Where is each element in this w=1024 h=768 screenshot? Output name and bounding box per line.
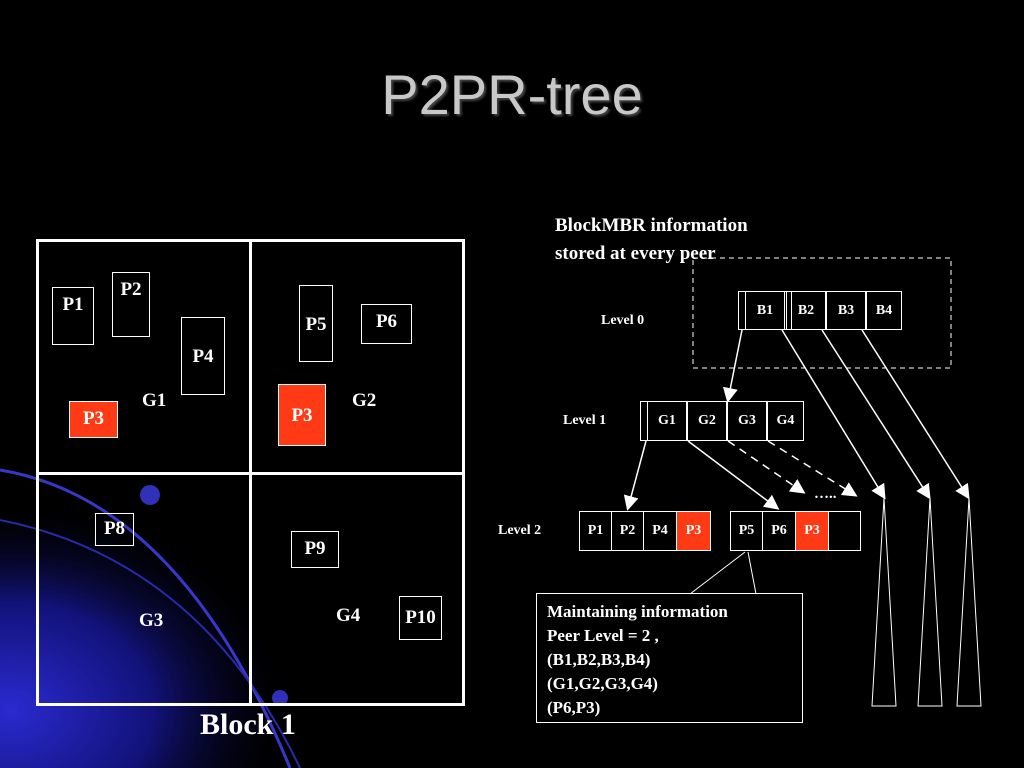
cell-b2: B2 <box>786 291 826 330</box>
cell-p5: P5 <box>730 511 763 551</box>
cell-p2: P2 <box>611 511 644 551</box>
cell-empty <box>828 511 861 551</box>
level-0-label: Level 0 <box>601 313 645 328</box>
group-label-g2: G2 <box>352 390 377 411</box>
peer-p9: P9 <box>291 531 339 568</box>
level-1-label: Level 1 <box>563 413 607 428</box>
note-line-2: stored at every peer <box>555 243 716 264</box>
ellipsis: ….. <box>814 486 837 502</box>
cell-p1: P1 <box>579 511 612 551</box>
cell-b1: B1 <box>745 291 785 330</box>
note-line-1: BlockMBR information <box>555 215 748 236</box>
cell-g3: G3 <box>727 401 767 441</box>
quadrant-g4 <box>249 472 465 706</box>
peer-p5: P5 <box>299 285 333 362</box>
cell-p3-left: P3 <box>676 511 711 551</box>
level-2-label: Level 2 <box>498 523 542 538</box>
peer-p6: P6 <box>361 304 412 344</box>
info-line-3: (B1,B2,B3,B4) <box>547 650 651 669</box>
group-label-g1: G1 <box>142 390 167 411</box>
cell-p4: P4 <box>643 511 677 551</box>
block-caption: Block 1 <box>200 708 296 741</box>
peer-p4: P4 <box>181 317 225 395</box>
info-line-1: Maintaining information <box>547 602 728 621</box>
cell-p6: P6 <box>762 511 796 551</box>
slide-title: P2PR-tree <box>381 63 643 126</box>
cell-g1: G1 <box>647 401 687 441</box>
cell-b4: B4 <box>866 291 902 330</box>
cell-b3: B3 <box>826 291 866 330</box>
info-line-4: (G1,G2,G3,G4) <box>547 674 658 693</box>
peer-p8: P8 <box>95 513 134 546</box>
peer-p3-g1: P3 <box>69 401 118 438</box>
cell-g4: G4 <box>767 401 804 441</box>
peer-p2: P2 <box>112 272 150 337</box>
info-callout: Maintaining information Peer Level = 2 ,… <box>536 593 803 723</box>
cell-g2: G2 <box>687 401 727 441</box>
group-label-g4: G4 <box>336 605 361 626</box>
group-label-g3: G3 <box>139 610 164 631</box>
peer-p1: P1 <box>52 287 94 345</box>
info-line-5: (P6,P3) <box>547 698 601 717</box>
cell-p3-right: P3 <box>795 511 829 551</box>
peer-p10: P10 <box>399 596 442 640</box>
info-line-2: Peer Level = 2 , <box>547 626 659 645</box>
peer-p3-g2: P3 <box>278 384 326 446</box>
